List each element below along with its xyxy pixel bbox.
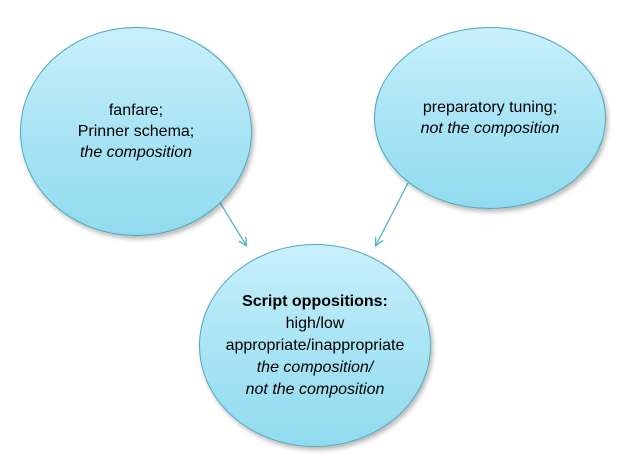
node-left-ellipse: fanfare; Prinner schema; the composition <box>20 27 252 236</box>
node-bottom-title: Script oppositions: <box>242 292 388 310</box>
node-left-line-3: the composition <box>79 144 193 161</box>
arrow-right-to-bottom <box>376 182 409 245</box>
node-right-ellipse: preparatory tuning; not the composition <box>374 27 606 209</box>
node-left-line-1: fanfare; <box>108 102 164 119</box>
node-bottom-line-2: appropriate/inappropriate <box>225 336 405 354</box>
node-left-line-2: Prinner schema; <box>77 123 195 140</box>
node-bottom-ellipse: Script oppositions: high/low appropriate… <box>199 244 431 447</box>
node-bottom-line-1: high/low <box>285 314 345 332</box>
node-right-line-2: not the composition <box>420 120 560 137</box>
node-right-line-1: preparatory tuning; <box>422 99 558 116</box>
node-bottom-line-3: the composition/ <box>256 358 374 376</box>
node-bottom-line-4: not the composition <box>245 380 385 398</box>
